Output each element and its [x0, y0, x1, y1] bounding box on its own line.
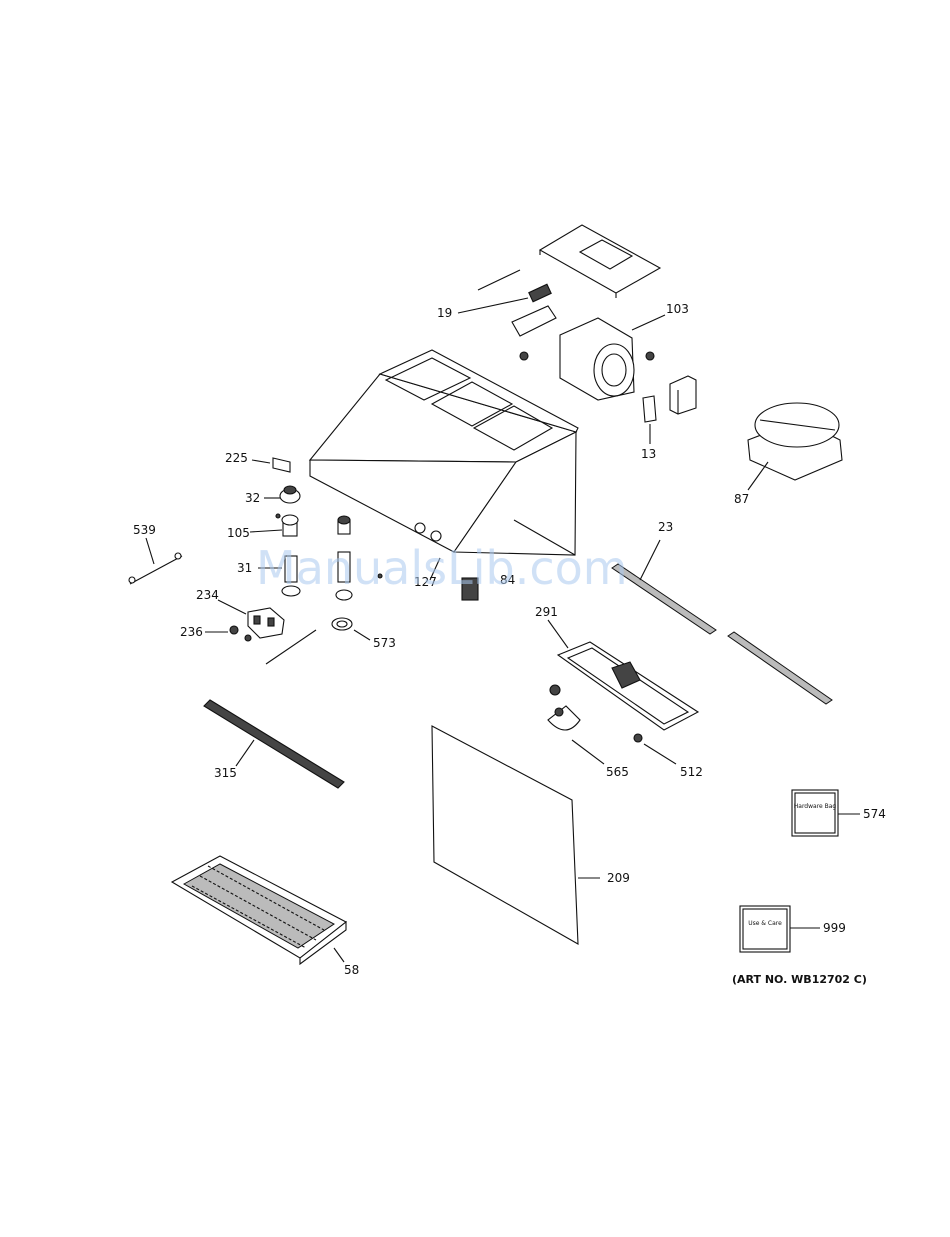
callout-225: 225: [225, 451, 248, 465]
callout-87: 87: [734, 492, 749, 506]
callout-58: 58: [344, 963, 359, 977]
art-number: (ART NO. WB12702 C): [732, 973, 867, 986]
part-32-knob: [264, 486, 300, 503]
callout-565: 565: [606, 765, 629, 779]
callout-315: 315: [214, 766, 237, 780]
callout-31: 31: [237, 561, 252, 575]
part-87-damper: [748, 403, 842, 490]
callout-999: 999: [823, 921, 846, 935]
callout-539: 539: [133, 523, 156, 537]
watermark-text: ManualsLib.com: [256, 541, 628, 595]
part-105-switch: [250, 514, 298, 536]
part-573-ring: [332, 618, 370, 640]
part-209-panel: [432, 726, 600, 944]
callout-236: 236: [180, 625, 203, 639]
use-care-text: Use & Care: [748, 920, 782, 927]
part-565-lamp: [548, 685, 604, 764]
callout-234: 234: [196, 588, 219, 602]
hardware-bag-box: Hardware Bag: [792, 790, 860, 836]
callout-105: 105: [227, 526, 250, 540]
part-236-screw: [205, 626, 251, 641]
callout-512: 512: [680, 765, 703, 779]
callout-13: 13: [641, 447, 656, 461]
top-cover-plate: [540, 225, 660, 298]
hardware-bag-text: Hardware Bag: [794, 803, 837, 810]
part-19-assembly: [458, 270, 556, 360]
part-13-plate: [643, 376, 696, 444]
part-103-blower: [560, 315, 665, 400]
part-58-filter-tray: [172, 856, 346, 964]
use-care-box: Use & Care: [740, 906, 820, 952]
callout-573: 573: [373, 636, 396, 650]
part-539-rod: [129, 538, 182, 584]
callout-209: 209: [607, 871, 630, 885]
callout-574: 574: [863, 807, 886, 821]
callout-32: 32: [245, 491, 260, 505]
callout-103: 103: [666, 302, 689, 316]
part-225-label: [252, 458, 290, 472]
part-512-screw: [634, 734, 676, 764]
callout-23: 23: [658, 520, 673, 534]
callout-291: 291: [535, 605, 558, 619]
callout-19: 19: [437, 306, 452, 320]
